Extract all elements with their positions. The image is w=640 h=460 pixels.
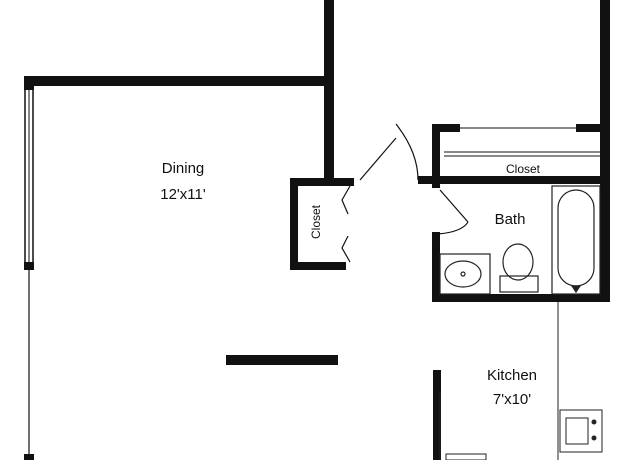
dining-closet-label: Closet bbox=[309, 204, 323, 239]
walls bbox=[24, 0, 610, 460]
wall-closet-top bbox=[290, 178, 354, 186]
wall-dining-partition bbox=[226, 355, 338, 365]
door-bath bbox=[437, 189, 469, 235]
wall-right-outer-top bbox=[600, 0, 610, 300]
wall-bath-top-left bbox=[432, 124, 460, 132]
kitchen-room-dimensions: 7'x10' bbox=[493, 391, 531, 408]
kitchen-base-fixture bbox=[439, 392, 487, 460]
kitchen-counter bbox=[557, 302, 603, 460]
wall-closet-left bbox=[290, 178, 298, 270]
closet-bifold-doors bbox=[341, 185, 351, 263]
wall-bath-top-right bbox=[576, 124, 610, 132]
wall-bath-left-lower bbox=[432, 232, 440, 302]
wall-kitchen-stub bbox=[433, 370, 441, 460]
bath-closet-sliding-door bbox=[444, 127, 600, 157]
bath-closet-label: Closet bbox=[506, 162, 541, 176]
wall-center-vertical-upper bbox=[324, 76, 334, 180]
bath-room-name: Bath bbox=[495, 211, 526, 228]
kitchen-room-name: Kitchen bbox=[487, 367, 537, 384]
wall-bath-left bbox=[432, 124, 440, 188]
door-main bbox=[359, 123, 419, 181]
bathtub bbox=[551, 185, 601, 295]
dining-room-dimensions: 12'x11' bbox=[160, 186, 206, 203]
wall-top-left bbox=[24, 76, 334, 86]
wall-bath-divider bbox=[418, 176, 610, 184]
toilet bbox=[499, 243, 539, 293]
wall-upper-vertical bbox=[324, 0, 334, 86]
dining-room-name: Dining bbox=[162, 160, 205, 177]
wall-bath-bottom bbox=[432, 294, 610, 302]
vanity-sink bbox=[439, 253, 491, 295]
wall-closet-bottom bbox=[290, 262, 346, 270]
